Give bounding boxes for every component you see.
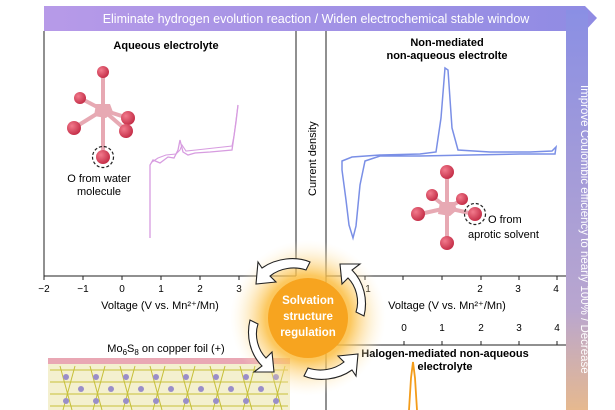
bottom-tick-3: 3 — [516, 323, 522, 334]
right-tick-4: 4 — [553, 284, 559, 295]
halogen-title-line2: electrolyte — [417, 361, 472, 373]
cycle-arrows — [247, 258, 367, 380]
mn-octahedron-aprotic — [411, 165, 487, 250]
cathode-label: Mo6S8 on copper foil (+) — [107, 343, 224, 357]
right-arrow-text: Improve Coulombic efficiency to nearly 1… — [578, 85, 590, 374]
nonmediated-title-line1: Non-mediated — [410, 37, 483, 49]
top-arrow: Eliminate hydrogen evolution reaction / … — [44, 6, 597, 31]
top-arrow-text: Eliminate hydrogen evolution reaction / … — [103, 12, 531, 26]
bottom-tick-2: 2 — [478, 323, 484, 334]
bottom-axis: 0 1 2 3 4 — [401, 323, 560, 345]
left-tick-4: 2 — [197, 284, 203, 295]
aqueous-annotation-line2: molecule — [77, 186, 121, 198]
left-tick-1: −1 — [77, 284, 89, 295]
current-density-label: Current density — [307, 121, 319, 196]
halogen-cv-peak — [408, 361, 418, 410]
left-tick-0: −2 — [38, 284, 50, 295]
aqueous-annotation-line1: O from water — [67, 173, 131, 185]
bottom-tick-0: 0 — [401, 323, 407, 334]
mn-octahedron-water — [67, 66, 135, 169]
right-axis: 1 2 3 4 Voltage (V vs. Mn²⁺/Mn) — [364, 276, 559, 312]
center-label-line2: structure — [283, 311, 333, 323]
aqueous-title: Aqueous electrolyte — [113, 40, 218, 52]
mo6s8-copper-foil — [48, 358, 290, 410]
right-arrow: Improve Coulombic efficiency to nearly 1… — [566, 10, 590, 410]
left-xlabel: Voltage (V vs. Mn²⁺/Mn) — [101, 300, 219, 312]
nonmediated-annotation-line2: aprotic solvent — [468, 229, 539, 241]
nonmediated-title-line2: non-aqueous electrolte — [386, 50, 507, 62]
center-label-line3: regulation — [280, 327, 336, 339]
bottom-tick-1: 1 — [439, 323, 445, 334]
nonmediated-cv-curve — [341, 66, 558, 241]
right-tick-3: 3 — [515, 284, 521, 295]
halogen-title-line1: Halogen-mediated non-aqueous — [361, 348, 528, 360]
right-xlabel: Voltage (V vs. Mn²⁺/Mn) — [388, 300, 506, 312]
aqueous-cv-curve-return — [151, 104, 239, 163]
right-tick-2: 2 — [477, 284, 483, 295]
left-tick-2: 0 — [119, 284, 125, 295]
left-axis: −2 −1 0 1 2 3 Voltage (V vs. Mn²⁺/Mn) — [38, 276, 242, 312]
center-label-line1: Solvation — [282, 295, 334, 307]
aqueous-cv-curve — [149, 104, 239, 238]
left-tick-3: 1 — [158, 284, 164, 295]
nonmediated-annotation-line1: O from — [488, 214, 522, 226]
bottom-tick-4: 4 — [554, 323, 560, 334]
